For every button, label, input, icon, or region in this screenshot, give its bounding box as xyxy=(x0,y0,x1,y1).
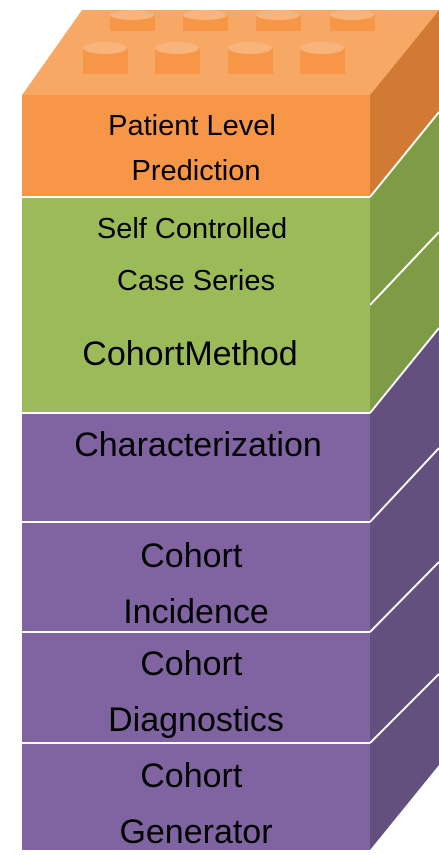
block-front-cohort-diagnostics xyxy=(22,632,370,743)
stud xyxy=(155,42,200,74)
stud xyxy=(330,10,375,31)
block-front-cohort-incidence xyxy=(22,522,370,632)
label-characterization: Characterization xyxy=(74,426,322,464)
label-cohort-diagnostics: Cohort Diagnostics xyxy=(108,645,284,739)
stud xyxy=(228,42,273,74)
label-self-controlled-case-series: Self Controlled Case Series xyxy=(97,213,295,297)
orange-side-face xyxy=(370,10,439,197)
block-front-green-group xyxy=(22,197,370,413)
green-side-face xyxy=(370,112,439,413)
label-patient-level-prediction: Patient Level Prediction xyxy=(108,110,284,187)
label-cohort-generator: Cohort Generator xyxy=(119,757,272,851)
studs-front-row xyxy=(83,42,345,74)
side-edges xyxy=(369,111,439,744)
studs-back-row xyxy=(110,10,375,31)
label-cohortmethod: CohortMethod xyxy=(82,335,297,373)
stud xyxy=(183,10,228,31)
stud xyxy=(300,42,345,74)
block-labels: Patient Level Prediction Self Controlled… xyxy=(74,110,322,851)
purple-side-face xyxy=(370,328,439,850)
stud xyxy=(83,42,128,74)
block-front-characterization xyxy=(22,413,370,522)
front-edges xyxy=(22,196,370,744)
stud xyxy=(110,10,155,31)
block-front-patient-level-prediction xyxy=(22,95,370,197)
stud xyxy=(256,10,301,31)
label-cohort-incidence: Cohort Incidence xyxy=(123,537,269,631)
block-front-cohort-generator xyxy=(22,743,370,850)
